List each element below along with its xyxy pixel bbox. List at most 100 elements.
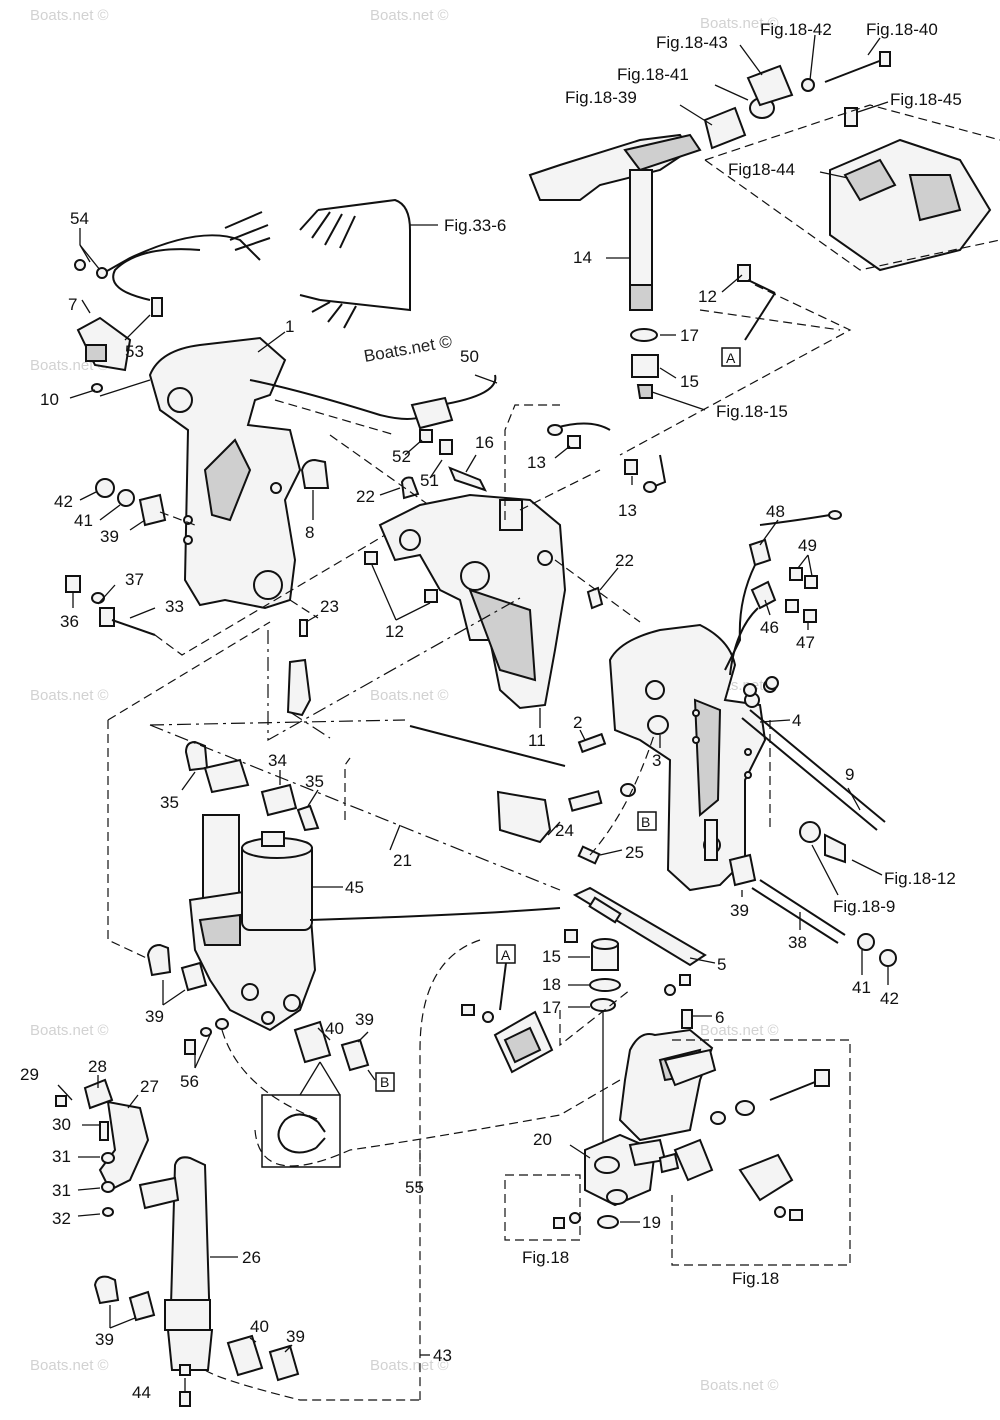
watermark: Boats.net ©	[30, 1357, 109, 1374]
bushing-group-bottom	[93, 1275, 430, 1407]
part-number: 41	[852, 978, 871, 997]
part-number: 10	[40, 390, 59, 409]
part-number: 20	[533, 1130, 552, 1149]
part-number: 56	[180, 1072, 199, 1091]
part-number: 43	[433, 1346, 452, 1365]
part-number: 25	[625, 843, 644, 862]
figure-reference-label: Fig.18-42	[760, 20, 832, 39]
part-number: 37	[125, 570, 144, 589]
part-number: 52	[392, 447, 411, 466]
part-number: 53	[125, 342, 144, 361]
watermark: Boats.net ©	[30, 7, 109, 24]
part-number: 54	[70, 209, 89, 228]
part-number: 9	[845, 765, 854, 784]
tiller-bracket-group	[528, 34, 1000, 311]
part-number: 8	[305, 523, 314, 542]
part-number: 27	[140, 1077, 159, 1096]
part-number: 39	[95, 1330, 114, 1349]
reference-box-b	[637, 811, 657, 831]
watermark: Boats.net ©	[700, 1022, 779, 1039]
power-trim-tilt-unit	[188, 814, 561, 1032]
tilt-pin-group	[741, 709, 886, 896]
part-number: 55	[405, 1178, 424, 1197]
reference-box-label: A	[726, 350, 736, 366]
part-number: 23	[320, 597, 339, 616]
part-number: 42	[880, 989, 899, 1008]
bushing-group-40-39	[293, 1020, 376, 1096]
part-number: 30	[52, 1115, 71, 1134]
watermark: Boats.net ©	[370, 7, 449, 24]
part-number: 48	[766, 502, 785, 521]
part-number: 36	[60, 612, 79, 631]
part-number: 18	[542, 975, 561, 994]
part-number: 29	[20, 1065, 39, 1084]
figure-reference-label: Fig.18-41	[617, 65, 689, 84]
part-number: 12	[385, 622, 404, 641]
part-number: 40	[250, 1317, 269, 1336]
cylinder-bracket-group	[55, 1075, 150, 1217]
part-number: 39	[145, 1007, 164, 1026]
part-number: 33	[165, 597, 184, 616]
part-number: 34	[268, 751, 287, 770]
reference-box-a	[721, 347, 741, 367]
bolt-group-13	[547, 422, 667, 493]
part-number: 15	[542, 947, 561, 966]
part-number: 7	[68, 295, 77, 314]
part-number: 26	[242, 1248, 261, 1267]
part-number: 14	[573, 248, 592, 267]
part-number: 50	[460, 347, 479, 366]
part-number: 22	[615, 551, 634, 570]
part-number: 49	[798, 536, 817, 555]
figure-reference-label: Fig.18	[522, 1248, 569, 1267]
part-labels: Fig.18-43 Fig.18-42 Fig.18-40 Fig.18-41 …	[20, 20, 962, 1402]
figure-reference-label: Fig.18-15	[716, 402, 788, 421]
part-number: 13	[618, 501, 637, 520]
clip-detail	[261, 1094, 341, 1168]
tilt-cylinder	[138, 1156, 238, 1371]
part-number: 46	[760, 618, 779, 637]
trim-cable-group	[249, 374, 498, 521]
part-number: 21	[393, 851, 412, 870]
part-number: 35	[305, 772, 324, 791]
part-number: 28	[88, 1057, 107, 1076]
clamp-bracket-right	[608, 623, 791, 892]
figure-reference-label: Fig.18-40	[866, 20, 938, 39]
figure-reference-label: Fig.18-45	[890, 90, 962, 109]
figure-reference-label: Fig.18-9	[833, 897, 895, 916]
wire-harness	[99, 198, 438, 329]
part-number: 24	[555, 821, 574, 840]
part-number: 31	[52, 1147, 71, 1166]
part-number: 1	[285, 317, 294, 336]
clamp-bracket-left	[148, 331, 302, 610]
part-number: 2	[573, 713, 582, 732]
figure-reference-label: Fig.18-12	[884, 869, 956, 888]
part-number: 6	[715, 1008, 724, 1027]
part-number: 32	[52, 1209, 71, 1228]
part-number: 41	[74, 511, 93, 530]
watermark: Boats.net ©	[370, 687, 449, 704]
part-number: 44	[132, 1383, 151, 1402]
part-number: 39	[355, 1010, 374, 1029]
part-number: 31	[52, 1181, 71, 1200]
part-number: 35	[160, 793, 179, 812]
watermark: Boats.net ©	[30, 1022, 109, 1039]
reference-box-label: A	[501, 947, 511, 963]
figure-reference-label: Fig.18-39	[565, 88, 637, 107]
tube-group-38	[728, 853, 897, 985]
part-number: 39	[100, 527, 119, 546]
part-number: 40	[325, 1019, 344, 1038]
figure-reference-label: Fig.18	[732, 1269, 779, 1288]
bushing-group-left	[79, 478, 196, 531]
figure-reference-label: Fig.33-6	[444, 216, 506, 235]
part-number: 15	[680, 372, 699, 391]
bolt-group-36-37-33	[65, 534, 386, 656]
part-number: 45	[345, 878, 364, 897]
figure-reference-label: Fig18-44	[728, 160, 795, 179]
part-number: 42	[54, 492, 73, 511]
watermark-main: Boats.net ©	[362, 332, 453, 366]
watermark: Boats.net ©	[370, 1357, 449, 1374]
part-number: 17	[542, 998, 561, 1017]
part-number: 4	[792, 711, 801, 730]
watermark: Boats.net ©	[30, 687, 109, 704]
